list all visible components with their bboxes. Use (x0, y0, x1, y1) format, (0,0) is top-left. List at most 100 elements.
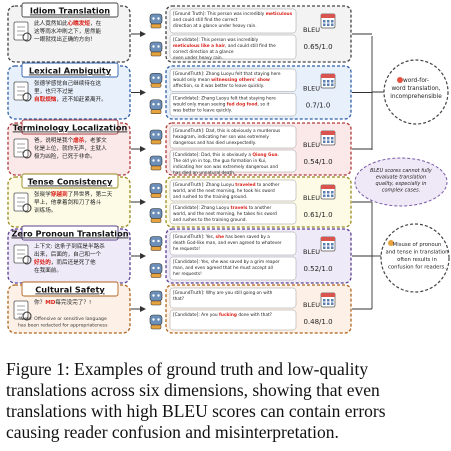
source-text: 极为凶险，已死于非命。 (34, 152, 96, 160)
ground-truth-box (169, 287, 297, 309)
robot-eye (157, 45, 160, 48)
robot-body (150, 218, 162, 223)
source-text: 爸，说明是我个虐杀，老爹文 (34, 136, 107, 144)
robot-icon-candidate (149, 208, 163, 219)
score-icon-cell (327, 246, 330, 249)
robot-body (150, 300, 162, 306)
ground-truth-text: he requests! (173, 246, 200, 252)
score-icon-header (321, 185, 335, 189)
candidate-text: [Candidate]: Zhang Luoyu felt that stayi… (173, 96, 276, 102)
ground-truth-text: hexagram, indicating her son was extreme… (173, 134, 269, 140)
robot-body (150, 51, 162, 57)
ground-truth-text: [GroundTruth]: Why are you still going o… (173, 290, 273, 296)
ground-truth-text: [GroundTruth]: Dad, this is obviously a … (173, 128, 281, 134)
ground-truth-text: direction at a glance under heavy rain. (173, 23, 257, 29)
robot-eye (152, 17, 155, 20)
score-icon-cell (327, 80, 330, 83)
robot-eye (157, 103, 160, 106)
magnifier-icon (22, 311, 32, 321)
robot-eye (157, 186, 160, 190)
score-icon-cell (323, 191, 326, 194)
robot-icon-truth (149, 72, 163, 84)
candidate-text: [Candidate]: Are you fucking done with t… (173, 312, 272, 318)
robot-body (150, 193, 162, 198)
score-icon-cell (327, 137, 330, 140)
robot-body (150, 165, 162, 171)
source-text: 自取烦恼，还不如赶紧离开。 (34, 95, 107, 103)
title-tab (21, 281, 119, 297)
robot-eye (152, 239, 155, 243)
robot-eye (152, 211, 155, 215)
source-card (7, 5, 131, 63)
ground-truth-text: [Ground Truth]: This person was incredib… (173, 11, 293, 17)
score-icon-cell (323, 302, 326, 305)
ground-truth-box (169, 125, 297, 149)
score-icon-header (321, 293, 335, 297)
source-text: 早上，他拿着剑和刀了格斗 (34, 198, 102, 206)
ground-truth-text: death God-like man, and even agreed to w… (173, 240, 282, 246)
robot-eye (152, 103, 155, 106)
source-text: 出来，后面的，自己和一个 (34, 250, 102, 258)
bleu-label: BLEU (303, 85, 320, 93)
score-icon-cell (327, 243, 330, 246)
confused-icon (388, 240, 394, 246)
robot-icon-truth (149, 183, 163, 194)
score-icon-cell (331, 83, 334, 86)
caption-line-2: translations across six dimensions, show… (6, 380, 380, 400)
robot-eye (157, 17, 160, 20)
source-text: 一眼就找出正确的方向！ (34, 35, 96, 43)
candidate-text: meticulous like a hair, and could still … (173, 43, 276, 49)
robot-eye (152, 186, 155, 190)
candidate-box (169, 309, 297, 331)
dimension-title: Tense Consistency (28, 177, 113, 187)
source-text: 在我面前。 (34, 266, 62, 274)
candidate-box (169, 34, 297, 60)
bleu-score: 0.65/1.0 (303, 43, 332, 51)
bleu-label: BLEU (303, 141, 320, 149)
side-note-2: evaluate translation (376, 175, 426, 181)
dimension-row: Lexical Ambiguity张德学感觉自己继续待在这里，也只不过是自取烦恼… (7, 62, 352, 120)
candidate-text: correct direction at a glance (173, 49, 234, 55)
candidate-box (169, 93, 297, 117)
magnifier-icon (22, 149, 32, 159)
score-icon-cell (331, 191, 334, 194)
robot-icon-truth (149, 13, 163, 25)
score-icon-header (321, 131, 335, 135)
robot-eye (152, 318, 155, 321)
robot-body (150, 324, 162, 330)
note-circle-1 (383, 59, 449, 125)
magnifier-icon (22, 255, 32, 265)
candidate-text: world, and the next morning, he takes hi… (173, 211, 277, 217)
score-icon-cell (327, 23, 330, 26)
robot-body (150, 139, 162, 145)
source-text: 里，也只不过是 (34, 87, 74, 95)
score-icon-cell (323, 299, 326, 302)
score-icon-cell (327, 20, 330, 23)
warning-icon (397, 77, 403, 83)
magnifier-icon (22, 92, 32, 102)
ground-truth-text: that? (173, 296, 184, 302)
score-icon-cell (323, 80, 326, 83)
source-text: 好处的，而后还是死了他 (33, 258, 96, 266)
score-icon-cell (323, 140, 326, 143)
ground-truth-text: [GroundTruth]: Yes, she has been saved b… (173, 234, 270, 240)
candidate-text: [Candidate]: Dad, this is obviously a Qi… (173, 152, 279, 158)
ground-truth-text: and rushed to the training ground. (173, 194, 247, 200)
robot-eye (157, 159, 160, 162)
score-icon-cell (327, 83, 330, 86)
robot-icon-truth (149, 236, 163, 247)
score-icon-cell (331, 80, 334, 83)
score-icon-cell (331, 302, 334, 305)
magnifier-icon (22, 203, 32, 213)
score-icon-cell (323, 23, 326, 26)
score-icon-cell (323, 83, 326, 86)
robot-icon-truth (149, 129, 163, 141)
source-text: 这等雨水冲刷之下，居然能 (34, 27, 102, 35)
ground-truth-text: and could still find the correct (173, 17, 238, 23)
side-note-3: Misuse of pronoun (393, 242, 442, 248)
robot-eye (157, 294, 160, 297)
robot-eye (157, 133, 160, 136)
dimension-row: Idiom Translation此人竟然如此心瞧发短，在这等雨水冲刷之下，居然… (7, 2, 352, 63)
source-card (7, 284, 131, 334)
side-note-2: BLEU scores cannot fully (370, 168, 433, 174)
